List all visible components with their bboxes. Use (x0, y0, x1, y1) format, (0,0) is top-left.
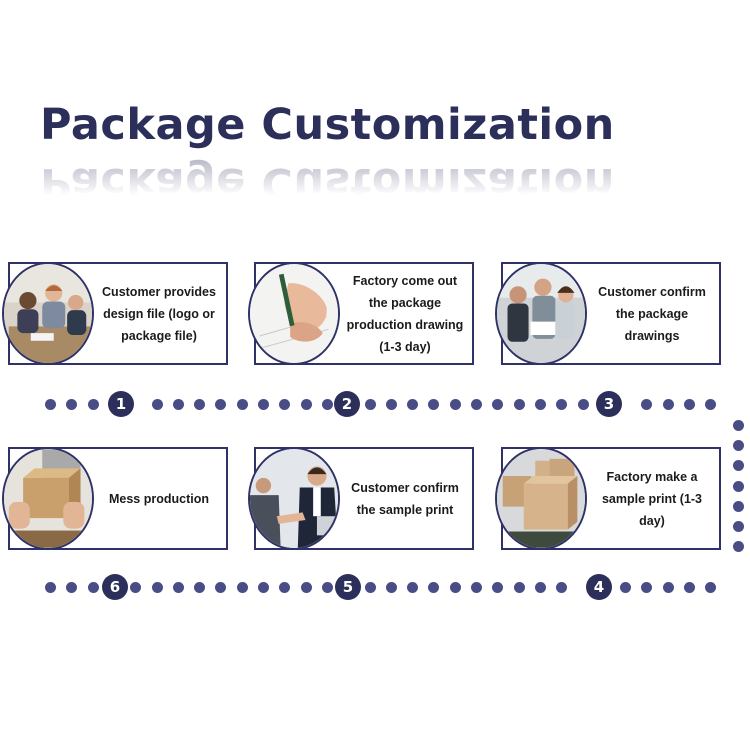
connector-dot (732, 480, 744, 492)
connector-dot (732, 439, 744, 451)
connector-dot (491, 581, 503, 593)
connector-dot (491, 398, 503, 410)
connector-dot (364, 398, 376, 410)
connector-dot (640, 581, 652, 593)
connector-dot (555, 581, 567, 593)
connector-dot (193, 398, 205, 410)
step-card-2: Factory come out the package production … (248, 262, 474, 365)
connector-dot (236, 581, 248, 593)
step-card-6: Mess production (2, 447, 228, 550)
connector-dot (44, 398, 56, 410)
connector-dot (151, 581, 163, 593)
connector-dot (278, 398, 290, 410)
connector-dot (732, 459, 744, 471)
connector-dot (732, 500, 744, 512)
step-label-6: Mess production (108, 491, 209, 506)
connector-dot (470, 398, 482, 410)
connector-dot (257, 581, 269, 593)
connector-dot (321, 398, 333, 410)
connector-dot (87, 581, 99, 593)
connector-dot (577, 398, 589, 410)
connector-dot (662, 581, 674, 593)
handshake-photo (248, 447, 340, 550)
connector-dot (534, 581, 546, 593)
connector-dot (732, 419, 744, 431)
connector-dot (449, 398, 461, 410)
step-number-2: 2 (334, 391, 360, 417)
team-review-photo (495, 262, 587, 365)
page-title: Package Customization (40, 100, 615, 150)
connector-dot (513, 398, 525, 410)
connector-dot (364, 581, 376, 593)
connector-dot (406, 398, 418, 410)
connector-dot (385, 398, 397, 410)
connector-dot (385, 581, 397, 593)
connector-dot (44, 581, 56, 593)
connector-dot (236, 398, 248, 410)
step-label-1: Customer provides design file (logo or p… (102, 284, 216, 343)
team-meeting-photo (2, 262, 94, 365)
connector-dot (704, 398, 716, 410)
connector-dot (662, 398, 674, 410)
step-card-1: Customer provides design file (logo or p… (2, 262, 228, 365)
connector-dot (619, 581, 631, 593)
step-label-3: Customer confirm the package drawings (598, 284, 706, 343)
step-card-4: Factory make a sample print (1-3 day) (495, 447, 721, 550)
box-production-line-photo (495, 447, 587, 550)
hand-drawing-photo (248, 262, 340, 365)
connector-dot (151, 398, 163, 410)
connector-dot (65, 398, 77, 410)
connector-dot (214, 398, 226, 410)
connector-dot (683, 398, 695, 410)
connector-dot (732, 520, 744, 532)
connector-dot (300, 398, 312, 410)
connector-dot (257, 398, 269, 410)
hands-holding-box-photo (2, 447, 94, 550)
step-card-3: Customer confirm the package drawings (495, 262, 721, 365)
step-number-6: 6 (102, 574, 128, 600)
connector-dot (683, 581, 695, 593)
connector-dot (470, 581, 482, 593)
connector-dot (449, 581, 461, 593)
title-reflection: Package Customization (40, 158, 615, 208)
step-card-5: Customer confirm the sample print (248, 447, 474, 550)
connector-dot (732, 540, 744, 552)
connector-dot (321, 581, 333, 593)
connector-dot (214, 581, 226, 593)
connector-dot (555, 398, 567, 410)
connector-dot (278, 581, 290, 593)
step-number-5: 5 (335, 574, 361, 600)
connector-dot (513, 581, 525, 593)
connector-dot (640, 398, 652, 410)
step-label-4: Factory make a sample print (1-3 day) (601, 469, 703, 528)
step-number-3: 3 (596, 391, 622, 417)
connector-dot (406, 581, 418, 593)
connector-dot (300, 581, 312, 593)
connector-dot (427, 581, 439, 593)
connector-dot (172, 398, 184, 410)
connector-dot (193, 581, 205, 593)
connector-dot (427, 398, 439, 410)
connector-dot (65, 581, 77, 593)
connector-dot (129, 581, 141, 593)
step-number-4: 4 (586, 574, 612, 600)
step-number-1: 1 (108, 391, 134, 417)
connector-dot (87, 398, 99, 410)
step-label-2: Factory come out the package production … (346, 273, 464, 354)
connector-dot (534, 398, 546, 410)
step-label-5: Customer confirm the sample print (351, 480, 459, 517)
connector-dot (172, 581, 184, 593)
connector-dot (704, 581, 716, 593)
